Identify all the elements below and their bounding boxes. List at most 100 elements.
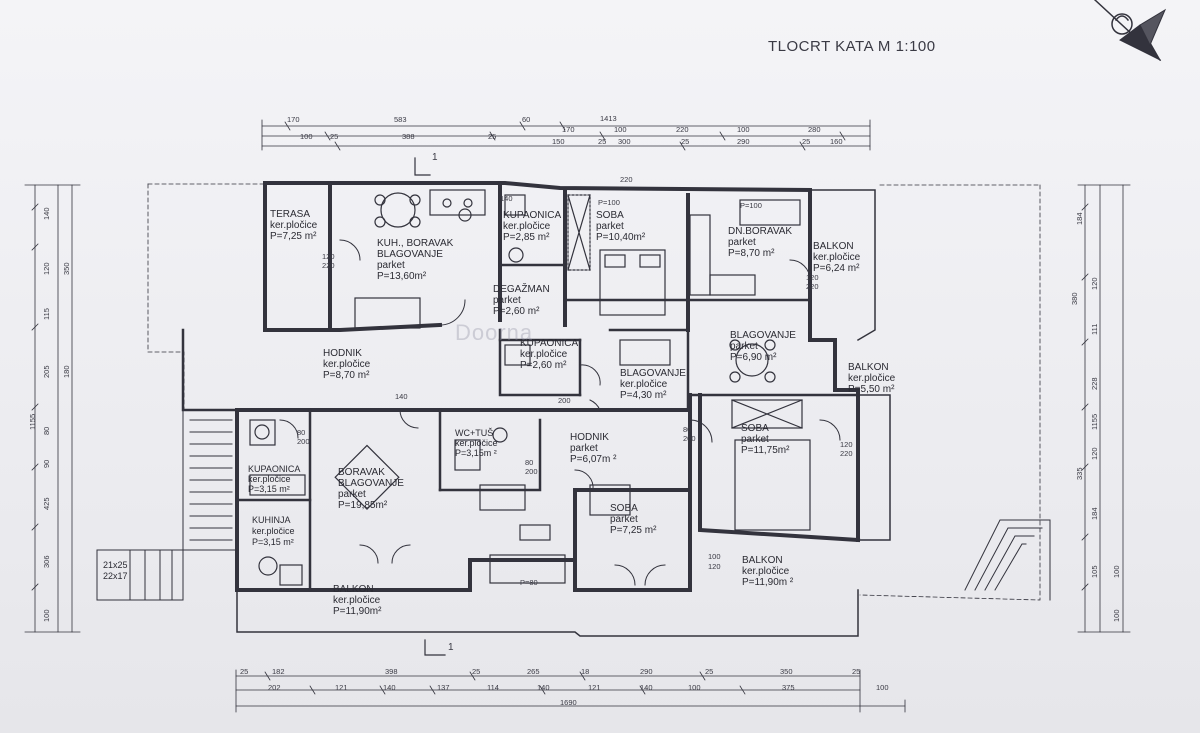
dim-bottom-r1-2: 398: [385, 667, 398, 676]
dim-right-4: 228: [1090, 377, 1099, 390]
dim-left-7: 306: [42, 555, 51, 568]
opening-dim-9: 200: [683, 434, 696, 443]
dim-bottom-r2-2: 140: [383, 683, 396, 692]
section-line: [414, 157, 446, 656]
dim-left-5: 90: [42, 459, 51, 468]
opening-dim-20: 120: [708, 562, 721, 571]
dim-right-6: 120: [1090, 447, 1099, 460]
dim-left-6: 425: [42, 497, 51, 510]
dim-bottom-r2-8: 100: [688, 683, 701, 692]
dim-bottom-r2-6: 121: [588, 683, 601, 692]
dim-top-r1-3: 170: [562, 125, 575, 134]
opening-dim-6: 120: [806, 273, 819, 282]
dim-top-r3-5: 25: [802, 137, 811, 146]
dim-top-r2-5: 220: [676, 125, 689, 134]
dim-bottom-total: 1690: [560, 698, 577, 707]
dim-left-3: 205: [42, 365, 51, 378]
dim-top-r2-0: 100: [300, 132, 313, 141]
dim-right-7: 184: [1090, 507, 1099, 520]
dim-right-2: 120: [1090, 277, 1099, 290]
dim-bottom-r2-3: 137: [437, 683, 450, 692]
dim-bottom-r1-5: 18: [581, 667, 590, 676]
north-arrow-icon: [1093, 0, 1167, 62]
furniture: [249, 189, 811, 586]
dim-bottom-r1-6: 290: [640, 667, 653, 676]
section-mark-bottom: 1: [448, 642, 454, 653]
dim-right-5: 335: [1075, 467, 1084, 480]
dim-top-r3-4: 290: [737, 137, 750, 146]
opening-dim-4: 220: [620, 175, 633, 184]
dim-right-0: 184: [1075, 212, 1084, 225]
opening-dim-3: P=100: [598, 198, 620, 207]
opening-dim-8: 80: [683, 425, 692, 434]
opening-dim-14: 80: [525, 458, 534, 467]
drawing-title: TLOCRT KATA M 1:100: [768, 38, 936, 55]
dim-bottom-r1-1: 182: [272, 667, 285, 676]
dim-left-9: 350: [62, 262, 71, 275]
dim-top-r2-4: 100: [614, 125, 627, 134]
opening-dim-16: P=80: [520, 578, 538, 587]
opening-dim-13: 200: [297, 437, 310, 446]
dim-right-9: 100: [1112, 565, 1121, 578]
dim-bottom-r2-4: 114: [487, 683, 499, 692]
dim-left-total: 1155: [28, 413, 37, 430]
opening-dim-12: 80: [297, 428, 306, 437]
dim-bottom-r1-9: 25: [852, 667, 861, 676]
dim-top-r3-6: 160: [830, 137, 843, 146]
dim-bottom-r2-0: 202: [268, 683, 281, 692]
dim-top-total: 1413: [600, 114, 617, 123]
dim-left-0: 140: [42, 207, 51, 220]
watermark-text: Doorna: [455, 320, 534, 345]
dim-top-r2-7: 280: [808, 125, 821, 134]
opening-dim-0: 120: [322, 252, 335, 261]
opening-dim-10: 120: [840, 440, 853, 449]
dim-top-r1-1: 583: [394, 115, 407, 124]
section-mark-top: 1: [432, 152, 438, 163]
dim-bottom-r1-4: 265: [527, 667, 540, 676]
dim-top-r2-2: 388: [402, 132, 415, 141]
dim-bottom-r2-9: 375: [782, 683, 795, 692]
dim-left-2: 115: [42, 308, 51, 320]
dim-right-total: 1155: [1090, 413, 1099, 430]
stairs: [96, 409, 238, 601]
dim-top-r2-6: 100: [737, 125, 750, 134]
opening-dim-1: 220: [322, 261, 335, 270]
opening-dim-15: 200: [525, 467, 538, 476]
dim-right-3: 111: [1090, 323, 1099, 335]
dim-top-r3-2: 300: [618, 137, 631, 146]
dim-right-8: 105: [1090, 565, 1099, 578]
opening-dim-5: P=100: [740, 201, 762, 210]
dim-right-1: 380: [1070, 292, 1079, 305]
dim-left-10: 180: [62, 365, 71, 378]
opening-dim-7: 220: [806, 282, 819, 291]
dim-ticks: [31, 121, 1089, 695]
dim-bottom-r2-7: 140: [640, 683, 653, 692]
dim-bottom-r1-8: 350: [780, 667, 793, 676]
dim-left-8: 100: [42, 609, 51, 622]
opening-dim-2: 140: [500, 194, 513, 203]
dim-bottom-r1-0: 25: [240, 667, 249, 676]
dim-bottom-r2-1: 121: [335, 683, 348, 692]
opening-dim-11: 220: [840, 449, 853, 458]
dim-left-4: 80: [42, 426, 51, 435]
opening-dim-18: 200: [558, 396, 571, 405]
